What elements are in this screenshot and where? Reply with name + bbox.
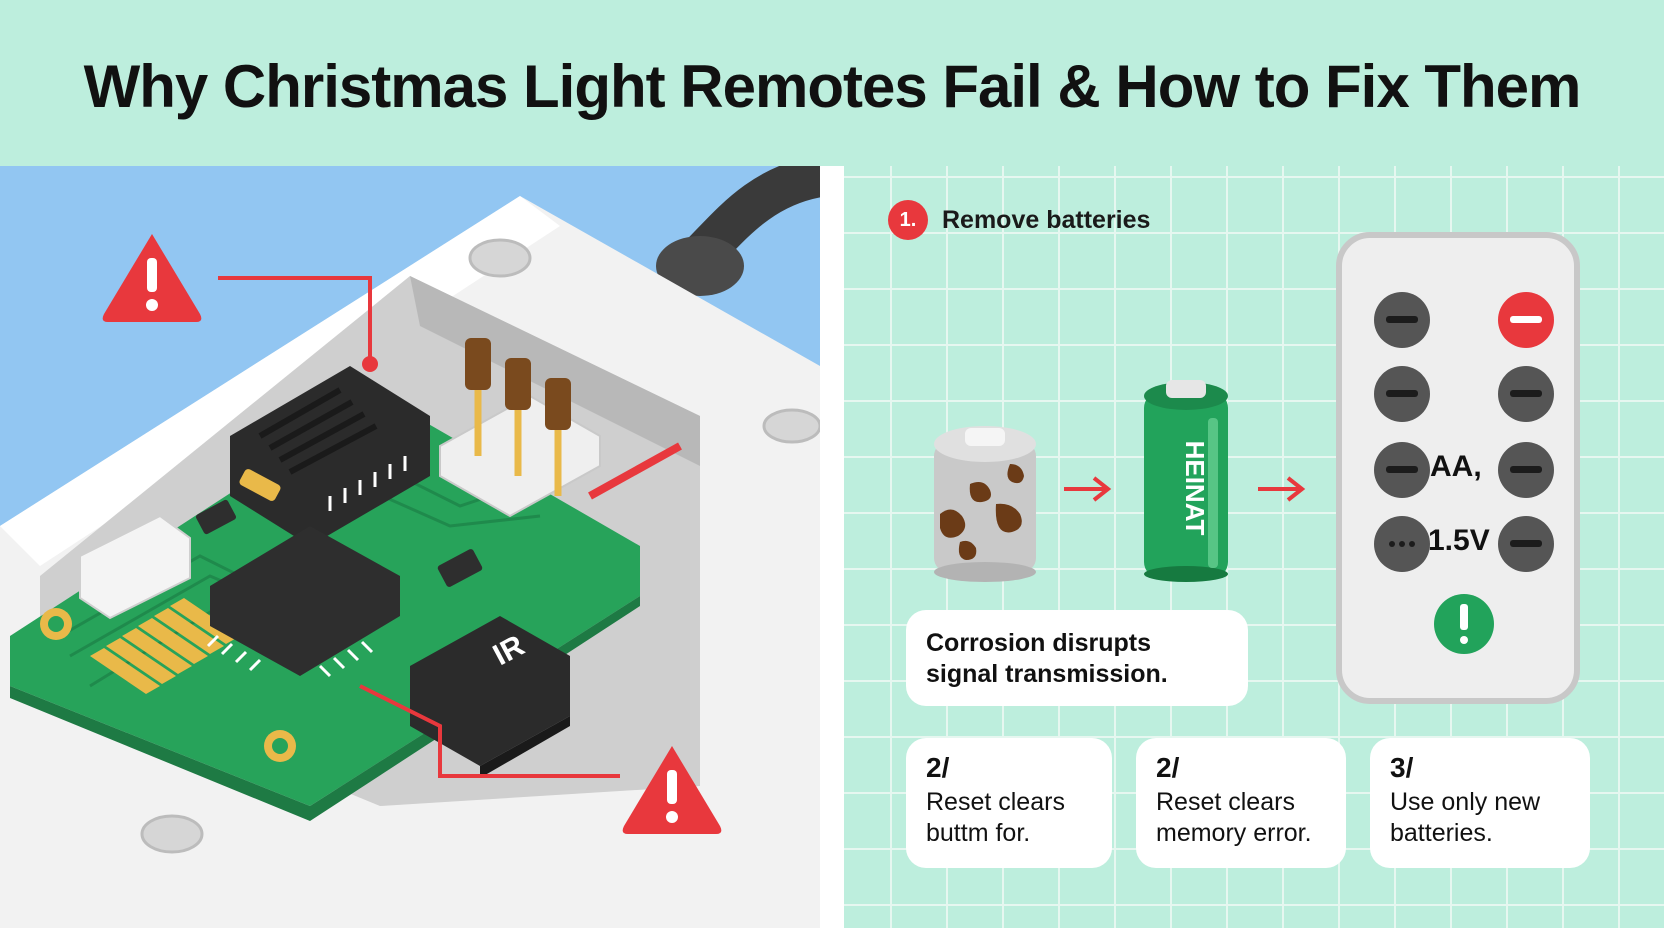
- memory-chip: [230, 366, 430, 546]
- corroded-battery: [934, 426, 1036, 582]
- warning-triangle-icon: [102, 234, 202, 322]
- cavity-wall: [410, 276, 700, 466]
- page-title: Why Christmas Light Remotes Fail & How t…: [83, 53, 1582, 120]
- step-card-number: 2/: [926, 752, 950, 783]
- step-1-label: Remove batteries: [942, 205, 1151, 234]
- pointer-line: [359, 684, 620, 778]
- remote-control: [1336, 232, 1580, 704]
- pointer-line: [218, 276, 372, 366]
- processor-pins: [206, 634, 374, 678]
- arrow-right-icon: [1258, 476, 1306, 502]
- remote-voltage-label: 1.5V: [1428, 524, 1490, 557]
- step-card: 2/ Reset clears buttm for.: [906, 738, 1112, 868]
- title-band: [0, 0, 1664, 166]
- panel-divider: [820, 166, 844, 928]
- remote-button[interactable]: [1498, 366, 1554, 422]
- remote-interior-illustration: IR: [0, 166, 820, 928]
- processor-chip: [210, 526, 400, 676]
- chip-pins: [328, 456, 407, 511]
- red-wire: [588, 442, 682, 500]
- step-1-number-badge: 1.: [888, 200, 928, 240]
- step-card: 2/ Reset clears memory error.: [1136, 738, 1346, 868]
- screw-hole: [140, 814, 204, 854]
- warning-triangle-icon: [622, 746, 722, 834]
- battery-brand-label: HEINAT: [1180, 441, 1210, 536]
- battery-pins: [465, 338, 571, 496]
- remote-button[interactable]: [1374, 442, 1430, 498]
- pcb-illustration: IR: [0, 166, 820, 928]
- smd-component: [437, 549, 483, 587]
- step-card-text: Use only new batteries.: [1390, 788, 1541, 847]
- screw-hole: [762, 408, 820, 444]
- remote-button[interactable]: [1374, 292, 1430, 348]
- remote-button[interactable]: [1498, 442, 1554, 498]
- capacitor: [239, 469, 281, 501]
- step-card-text: Reset clears buttm for.: [926, 788, 1065, 847]
- exclamation-icon: [1434, 594, 1494, 654]
- step-1: 1. Remove batteries: [888, 200, 1150, 240]
- step-card: 3/ Use only new batteries.: [1370, 738, 1590, 868]
- smd-component: [196, 499, 236, 535]
- remote-power-button[interactable]: [1498, 292, 1554, 348]
- cable-grommet: [656, 236, 744, 296]
- remote-button[interactable]: [1374, 366, 1430, 422]
- corrosion-callout: Corrosion disrupts signal transmission.: [906, 610, 1248, 706]
- remote-button[interactable]: [1374, 516, 1430, 572]
- ir-sensor: [410, 616, 570, 766]
- screw-hole: [468, 238, 532, 278]
- step-card-number: 3/: [1390, 752, 1414, 783]
- remote-button[interactable]: [1498, 516, 1554, 572]
- arrow-right-icon: [1064, 476, 1112, 502]
- new-battery: HEINAT: [1144, 380, 1228, 582]
- step-card-number: 2/: [1156, 752, 1180, 783]
- remote-battery-type-label: AA,: [1430, 450, 1482, 483]
- remote-buttons: [1374, 292, 1554, 654]
- white-connector: [79, 514, 191, 620]
- step-card-text: Reset clears memory error.: [1156, 788, 1312, 847]
